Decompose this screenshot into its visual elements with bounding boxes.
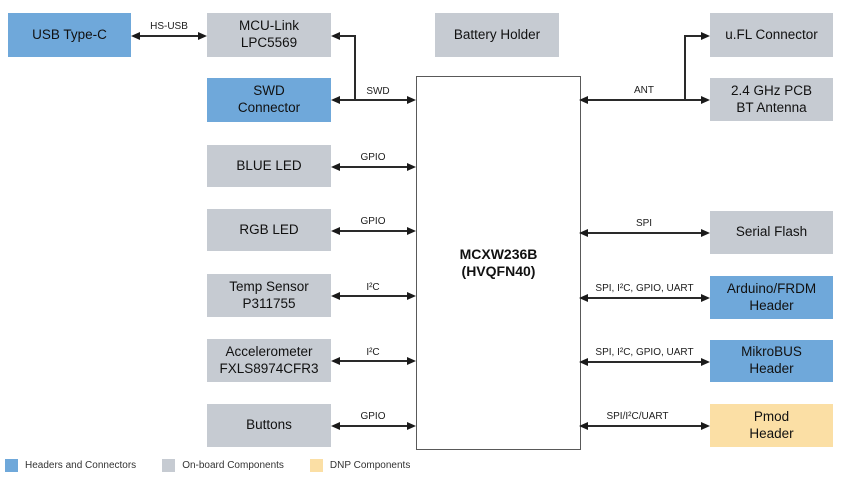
edge-arduino-bus-label: SPI, I²C, GPIO, UART bbox=[595, 283, 694, 294]
edge-gpio-buttons-label: GPIO bbox=[360, 411, 386, 422]
edge-hs-usb-arrowhead-right-icon bbox=[198, 31, 207, 40]
edge-pmod-bus-line bbox=[586, 425, 701, 427]
edge-ant-label: ANT bbox=[634, 85, 654, 96]
node-usb-type-c: USB Type-C bbox=[8, 13, 131, 57]
legend-swatch-gray-icon bbox=[162, 459, 176, 472]
edge-ant-branch-vline bbox=[684, 35, 686, 100]
edge-gpio-blue-led-arrowhead-left-icon bbox=[331, 162, 340, 171]
node-arduino-frdm-header: Arduino/FRDM Header bbox=[710, 276, 833, 319]
edge-pmod-bus-arrowhead-right-icon bbox=[701, 421, 710, 430]
edge-i2c-accel-line bbox=[338, 360, 408, 362]
node-mcu-mcxw236b: MCXW236B (HVQFN40) bbox=[416, 76, 581, 450]
node-accelerometer: Accelerometer FXLS8974CFR3 bbox=[207, 339, 331, 382]
edge-i2c-temp-label: I²C bbox=[366, 282, 380, 293]
edge-pmod-bus-label: SPI/I²C/UART bbox=[606, 411, 669, 422]
edge-swd-arrowhead-right-icon bbox=[407, 95, 416, 104]
edge-ant-branch-arrowhead-icon bbox=[701, 31, 710, 40]
node-pmod-header: Pmod Header bbox=[710, 404, 833, 447]
edge-gpio-rgb-led-arrowhead-left-icon bbox=[331, 226, 340, 235]
edge-arduino-bus-arrowhead-left-icon bbox=[579, 293, 588, 302]
edge-i2c-accel-label: I²C bbox=[366, 347, 380, 358]
node-buttons: Buttons bbox=[207, 404, 331, 447]
node-rgb-led: RGB LED bbox=[207, 209, 331, 251]
legend: Headers and Connectors On-board Componen… bbox=[5, 459, 410, 472]
edge-swd-branch-arrowhead-icon bbox=[331, 31, 340, 40]
edge-i2c-temp-arrowhead-right-icon bbox=[407, 291, 416, 300]
edge-swd-arrowhead-left-icon bbox=[331, 95, 340, 104]
edge-i2c-accel-arrowhead-right-icon bbox=[407, 356, 416, 365]
node-ufl-connector: u.FL Connector bbox=[710, 13, 833, 57]
edge-spi-arrowhead-left-icon bbox=[579, 228, 588, 237]
edge-gpio-blue-led-arrowhead-right-icon bbox=[407, 162, 416, 171]
legend-label: DNP Components bbox=[329, 460, 411, 471]
legend-item-onboard-components: On-board Components bbox=[162, 459, 284, 472]
edge-gpio-rgb-led-arrowhead-right-icon bbox=[407, 226, 416, 235]
edge-spi-arrowhead-right-icon bbox=[701, 228, 710, 237]
edge-gpio-rgb-led-line bbox=[338, 230, 408, 232]
edge-gpio-blue-led-line bbox=[338, 166, 408, 168]
node-temp-sensor: Temp Sensor P311755 bbox=[207, 274, 331, 317]
edge-swd-branch-line bbox=[338, 35, 355, 37]
edge-gpio-buttons-arrowhead-left-icon bbox=[331, 421, 340, 430]
node-bt-antenna: 2.4 GHz PCB BT Antenna bbox=[710, 78, 833, 121]
edge-ant-line bbox=[586, 99, 701, 101]
legend-label: Headers and Connectors bbox=[25, 460, 137, 471]
edge-mikrobus-bus-label: SPI, I²C, GPIO, UART bbox=[595, 347, 694, 358]
edge-i2c-accel-arrowhead-left-icon bbox=[331, 356, 340, 365]
edge-hs-usb-arrowhead-left-icon bbox=[131, 31, 140, 40]
node-mcu-link: MCU-Link LPC5569 bbox=[207, 13, 331, 57]
edge-spi-label: SPI bbox=[635, 218, 653, 229]
edge-gpio-rgb-led-label: GPIO bbox=[360, 216, 386, 227]
legend-swatch-blue-icon bbox=[5, 459, 18, 472]
legend-item-dnp-components: DNP Components bbox=[309, 459, 411, 472]
legend-swatch-orange-icon bbox=[309, 459, 323, 472]
edge-gpio-buttons-arrowhead-right-icon bbox=[407, 421, 416, 430]
edge-gpio-buttons-line bbox=[338, 425, 408, 427]
node-mikrobus-header: MikroBUS Header bbox=[710, 340, 833, 382]
edge-gpio-blue-led-label: GPIO bbox=[360, 152, 386, 163]
edge-mikrobus-bus-arrowhead-right-icon bbox=[701, 357, 710, 366]
edge-swd-label: SWD bbox=[366, 86, 390, 97]
node-serial-flash: Serial Flash bbox=[710, 211, 833, 254]
edge-mikrobus-bus-line bbox=[586, 361, 701, 363]
edge-arduino-bus-line bbox=[586, 297, 701, 299]
edge-pmod-bus-arrowhead-left-icon bbox=[579, 421, 588, 430]
node-swd-connector: SWD Connector bbox=[207, 78, 331, 122]
edge-arduino-bus-arrowhead-right-icon bbox=[701, 293, 710, 302]
edge-swd-line bbox=[338, 99, 408, 101]
edge-ant-arrowhead-left-icon bbox=[579, 95, 588, 104]
edge-hs-usb-label: HS-USB bbox=[150, 21, 188, 32]
edge-ant-branch-line bbox=[684, 35, 702, 37]
legend-item-headers-connectors: Headers and Connectors bbox=[5, 459, 136, 472]
edge-ant-arrowhead-right-icon bbox=[701, 95, 710, 104]
edge-hs-usb-line bbox=[138, 35, 200, 37]
edge-mikrobus-bus-arrowhead-left-icon bbox=[579, 357, 588, 366]
node-blue-led: BLUE LED bbox=[207, 145, 331, 187]
edge-i2c-temp-line bbox=[338, 295, 408, 297]
edge-spi-line bbox=[586, 232, 701, 234]
node-battery-holder: Battery Holder bbox=[435, 13, 559, 57]
edge-swd-branch-vline bbox=[354, 35, 356, 100]
edge-i2c-temp-arrowhead-left-icon bbox=[331, 291, 340, 300]
legend-label: On-board Components bbox=[182, 460, 284, 471]
